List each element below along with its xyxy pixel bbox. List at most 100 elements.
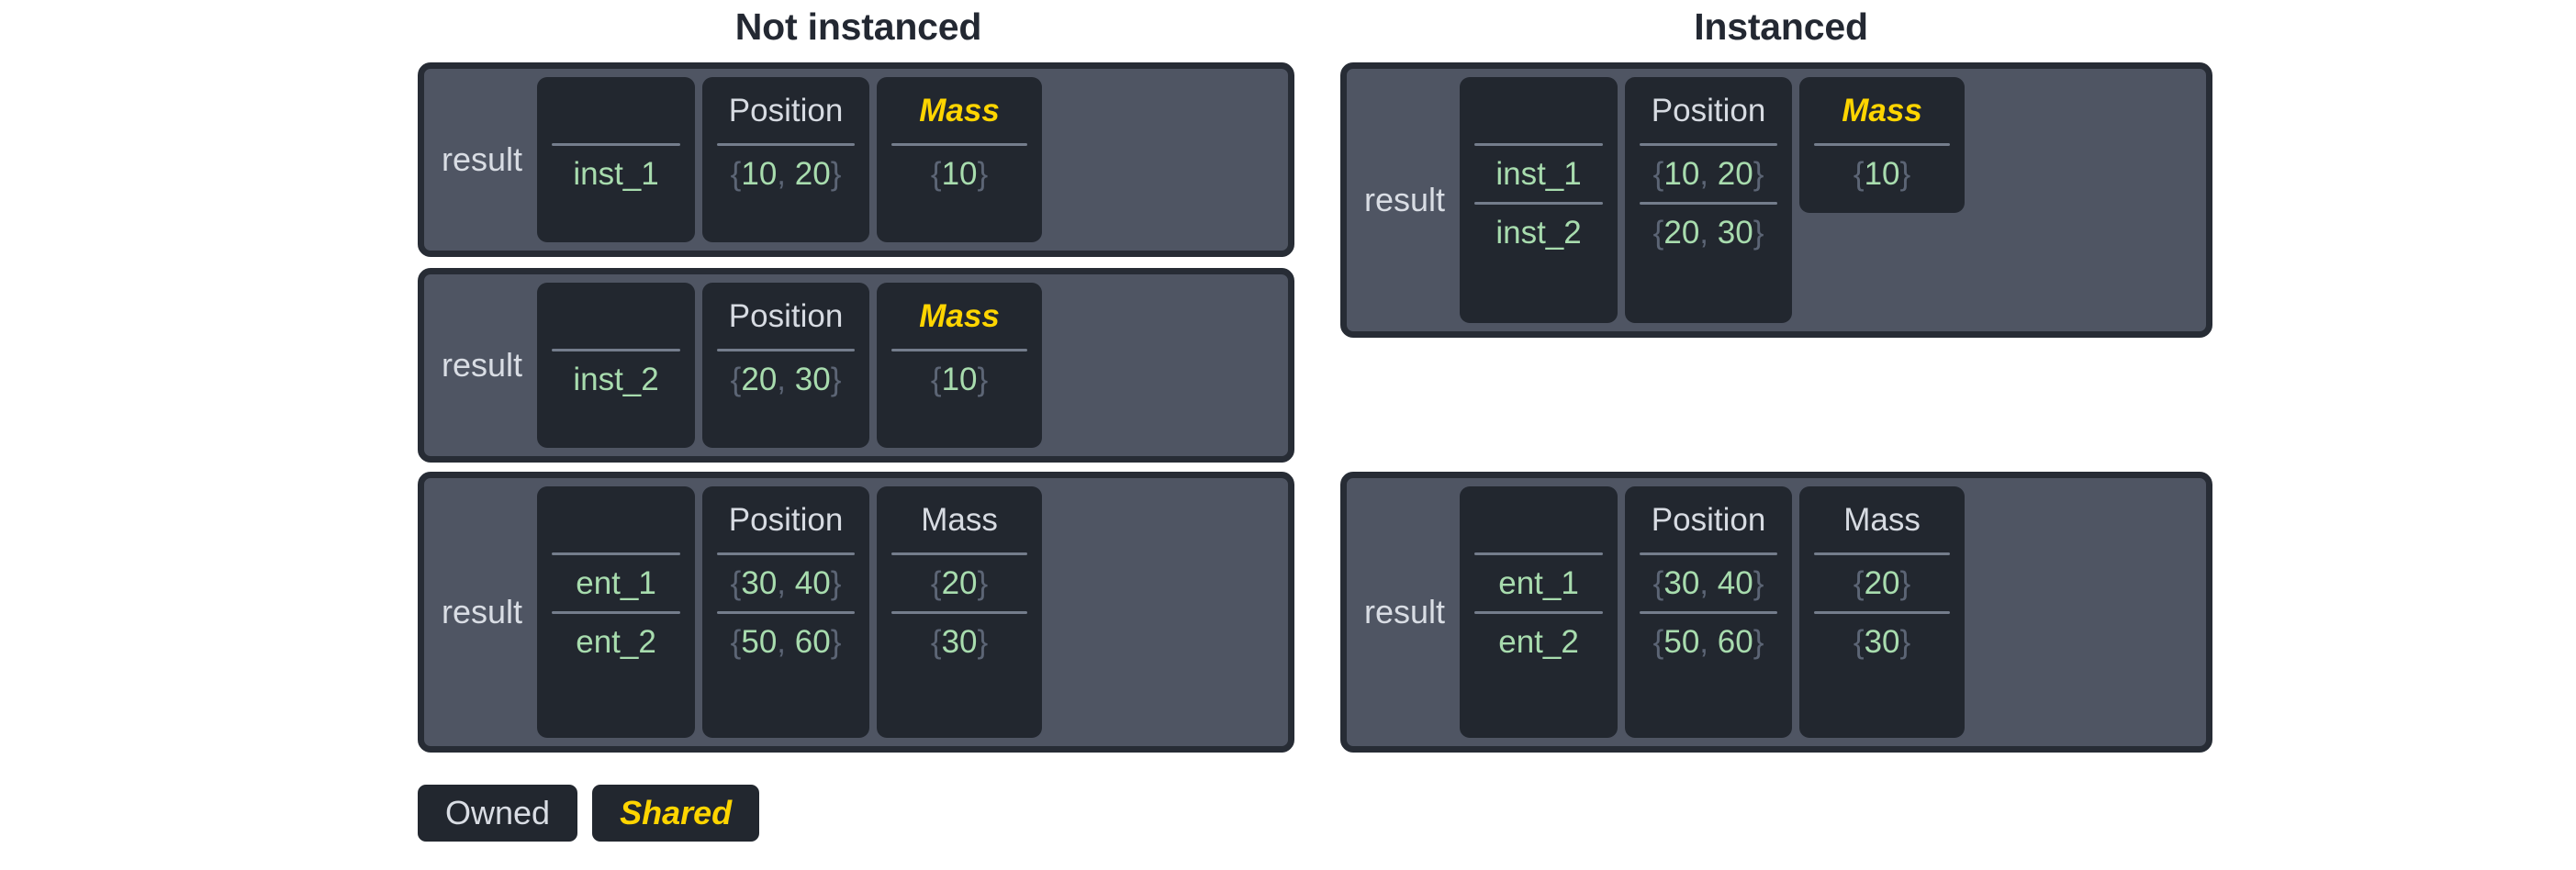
row-divider [891, 349, 1028, 351]
brace-glyph: { [930, 362, 942, 397]
column-header-name [550, 496, 682, 549]
column-header-mass: Mass [919, 298, 1000, 334]
cell-name-1: inst_1 [1495, 156, 1582, 192]
brace-glyph: } [830, 624, 842, 660]
row-divider [1814, 143, 1951, 146]
brace-glyph: , [777, 624, 787, 660]
column-header-mass: Mass [1842, 93, 1922, 128]
cell-mass-2: {30} [930, 624, 989, 660]
row-divider [1814, 552, 1951, 555]
cell-mass-1: {20} [1853, 565, 1911, 601]
cell-name-1: inst_2 [573, 362, 659, 397]
brace-glyph: } [1753, 565, 1764, 601]
cell-mass-1: {10} [930, 156, 989, 192]
brace-glyph: , [1699, 624, 1709, 660]
brace-glyph: } [977, 565, 989, 601]
row-divider [552, 349, 681, 351]
column-header-position: Position [1651, 93, 1766, 128]
row-divider [717, 349, 856, 351]
brace-glyph: { [730, 624, 742, 660]
cell-name-1: ent_1 [576, 565, 656, 601]
brace-glyph: { [930, 624, 942, 660]
brace-glyph: , [777, 362, 787, 397]
brace-glyph: } [1753, 215, 1764, 251]
row-divider [717, 611, 856, 614]
cell-position-1: {30, 40} [730, 565, 842, 601]
column-name: inst_1 inst_2 [1460, 77, 1618, 323]
row-divider [1640, 552, 1778, 555]
column-header-position: Position [728, 93, 844, 128]
brace-glyph: , [777, 565, 787, 601]
row-divider [1474, 552, 1604, 555]
column-mass: Mass{10} [877, 283, 1043, 448]
brace-glyph: } [977, 362, 989, 397]
brace-glyph: } [1899, 565, 1911, 601]
column-name: inst_2 [537, 283, 696, 448]
brace-glyph: } [830, 565, 842, 601]
column-header-name [550, 86, 682, 139]
column-mass: Mass {20} {30} [877, 486, 1043, 738]
brace-glyph: } [977, 624, 989, 660]
cell-mass-1: {10} [1853, 156, 1911, 192]
result-label: result [442, 593, 523, 630]
column-mass: Mass {10} [877, 77, 1043, 242]
row-divider [1814, 611, 1951, 614]
brace-glyph: { [1652, 565, 1664, 601]
column-header-position: Position [728, 502, 844, 538]
column-title-instanced: Instanced [1694, 6, 1868, 48]
brace-glyph: } [1899, 156, 1911, 192]
cell-position-2: {50, 60} [1652, 624, 1764, 660]
column-mass: Mass {10} [1799, 77, 1966, 213]
column-position: Position{10, 20} [702, 77, 870, 242]
column-name: inst_1 [537, 77, 696, 242]
cell-mass-2: {30} [1853, 624, 1911, 660]
column-header-mass: Mass [919, 93, 1000, 128]
cell-position-2: {20, 30} [1652, 215, 1764, 251]
row-divider [891, 611, 1028, 614]
column-header-position: Position [728, 298, 844, 334]
cell-name-1: ent_1 [1498, 565, 1579, 601]
brace-glyph: { [930, 565, 942, 601]
brace-glyph: , [1699, 215, 1709, 251]
cell-mass-1: {20} [930, 565, 989, 601]
column-header-name [550, 292, 682, 345]
result-label: result [1364, 181, 1446, 218]
brace-glyph: } [830, 156, 842, 192]
brace-glyph: } [1753, 624, 1764, 660]
column-header-name [1473, 86, 1605, 139]
brace-glyph: { [730, 156, 742, 192]
column-position: Position {30, 40} {50, 60} [702, 486, 870, 738]
brace-glyph: { [1652, 215, 1664, 251]
row-divider [1474, 202, 1604, 205]
brace-glyph: { [1853, 624, 1865, 660]
row-divider [552, 611, 681, 614]
column-title-not-instanced: Not instanced [734, 6, 982, 48]
cell-position-2: {50, 60} [730, 624, 842, 660]
column-header-mass: Mass [921, 502, 998, 538]
brace-glyph: { [730, 565, 742, 601]
cell-name-2: inst_2 [1495, 215, 1582, 251]
row-divider [552, 552, 681, 555]
column-position: Position{30, 40}{50, 60} [1625, 486, 1793, 738]
brace-glyph: } [1753, 156, 1764, 192]
brace-glyph: { [1853, 565, 1865, 601]
legend-chip-shared: Shared [592, 785, 760, 842]
row-divider [1640, 143, 1778, 146]
brace-glyph: } [830, 362, 842, 397]
legend: Owned Shared [418, 785, 760, 842]
brace-glyph: { [1652, 156, 1664, 192]
row-divider [717, 143, 856, 146]
brace-glyph: , [777, 156, 787, 192]
